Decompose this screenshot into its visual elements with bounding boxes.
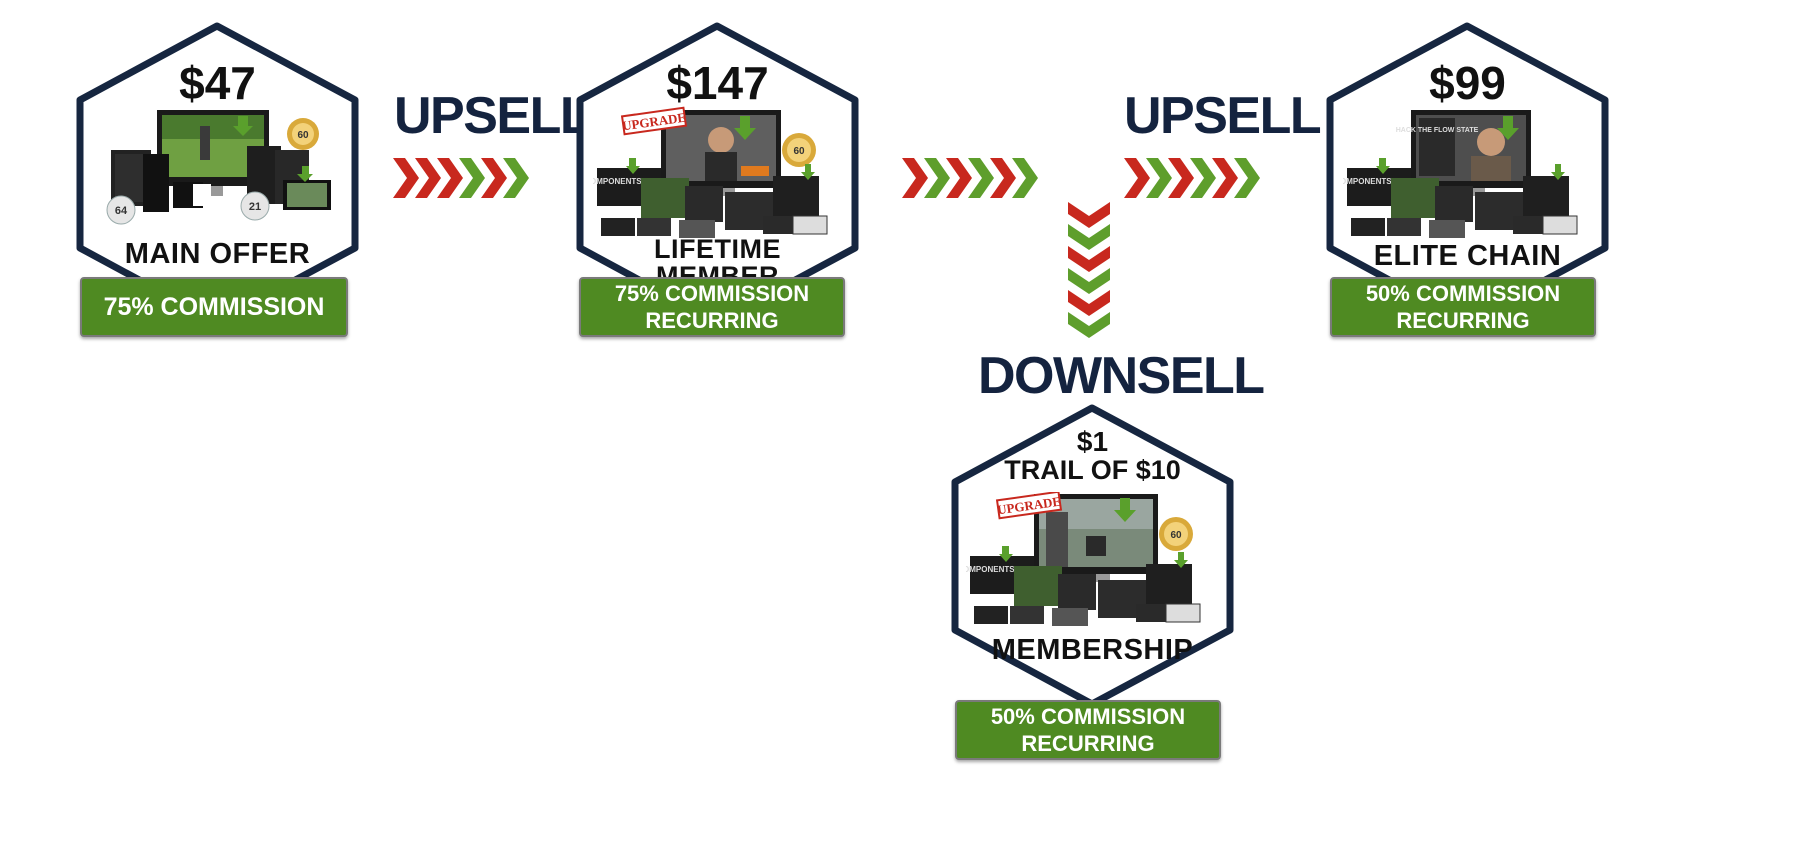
download-arrow-icon — [233, 116, 253, 136]
right-chevron-arrow-icon — [902, 158, 1038, 198]
guarantee-seal-icon: 60 — [297, 130, 309, 141]
guarantee-seal-icon: 60 — [793, 146, 805, 157]
download-arrow-icon — [297, 166, 313, 182]
guarantee-seal-icon: 60 — [1170, 530, 1182, 541]
offer-price: $99 — [1429, 57, 1506, 109]
product-bundle-image: UPGRADE 60 8 COMPONENTS MEDITATI — [966, 492, 1201, 626]
down-chevron — [1068, 224, 1110, 250]
offer-name: MEMBERSHIP — [991, 634, 1194, 666]
commission-badge: 75% COMMISSION RECURRING — [579, 277, 845, 337]
right-chevron — [415, 158, 441, 198]
offer-price: $1 — [1076, 426, 1109, 457]
upsell-label: UPSELL — [394, 87, 592, 145]
commission-badge: 50% COMMISSION RECURRING — [1330, 277, 1596, 337]
right-chevron — [990, 158, 1016, 198]
right-chevron — [481, 158, 507, 198]
offer-price: $147 — [666, 57, 769, 109]
down-chevron — [1068, 268, 1110, 294]
offer-price: $47 — [179, 57, 256, 109]
membership-card: $1 TRAIL OF $10 UPGRADE 60 8 COMPONENTS … — [950, 404, 1235, 716]
svg-text:8 COMPONENTS MEDITATI: 8 COMPONENTS MEDITATI — [593, 177, 680, 186]
right-chevron — [437, 158, 463, 198]
download-arrow-icon — [1114, 498, 1136, 522]
main-offer-card: $47 60 64 21 MAIN OFFER — [75, 22, 360, 334]
down-chevron — [1068, 202, 1110, 228]
down-chevron — [1068, 312, 1110, 338]
lifetime-member-card: $147 UPGRADE 60 8 COMPONENTS MEDITATI LI… — [575, 22, 860, 334]
product-bundle-image: UPGRADE 60 8 COMPONENTS MEDITATI — [593, 106, 828, 238]
right-chevron — [459, 158, 485, 198]
right-chevron — [1146, 158, 1172, 198]
product-bundle-image: HACK THE FLOW STATE 8 COMPONENTS MEDITAT… — [1343, 110, 1578, 238]
commission-badge: 75% COMMISSION — [80, 277, 348, 337]
elite-chain-card: $99 HACK THE FLOW STATE 8 COMPONENTS MED… — [1325, 22, 1610, 334]
right-chevron — [503, 158, 529, 198]
right-chevron — [902, 158, 928, 198]
down-chevron — [1068, 246, 1110, 272]
right-chevron — [1212, 158, 1238, 198]
svg-text:HACK THE FLOW STATE: HACK THE FLOW STATE — [1396, 127, 1479, 134]
right-chevron — [1190, 158, 1216, 198]
right-chevron — [1124, 158, 1150, 198]
upsell-label: UPSELL — [1124, 87, 1322, 145]
down-chevron — [1068, 290, 1110, 316]
download-arrow-icon — [734, 116, 756, 140]
offer-name: MAIN OFFER — [124, 238, 311, 270]
trail-price: TRAIL OF $10 — [1004, 455, 1181, 485]
right-chevron-arrow-icon — [393, 158, 529, 198]
right-chevron-arrow-icon — [1124, 158, 1260, 198]
right-chevron — [968, 158, 994, 198]
right-chevron — [946, 158, 972, 198]
svg-text:8 COMPONENTS MEDITATI: 8 COMPONENTS MEDITATI — [966, 565, 1053, 574]
download-arrow-icon — [1497, 116, 1519, 140]
right-chevron — [393, 158, 419, 198]
commission-badge: 50% COMMISSION RECURRING — [955, 700, 1221, 760]
right-chevron — [924, 158, 950, 198]
down-chevron-arrow-icon — [1068, 202, 1110, 338]
svg-text:64: 64 — [115, 205, 128, 217]
right-chevron — [1012, 158, 1038, 198]
offer-name: ELITE CHAIN — [1373, 240, 1562, 272]
svg-text:8 COMPONENTS MEDITATI: 8 COMPONENTS MEDITATI — [1343, 177, 1430, 186]
downsell-label: DOWNSELL — [978, 347, 1265, 405]
right-chevron — [1168, 158, 1194, 198]
right-chevron — [1234, 158, 1260, 198]
product-bundle-image: 60 64 21 — [106, 110, 331, 225]
svg-text:21: 21 — [249, 201, 261, 213]
